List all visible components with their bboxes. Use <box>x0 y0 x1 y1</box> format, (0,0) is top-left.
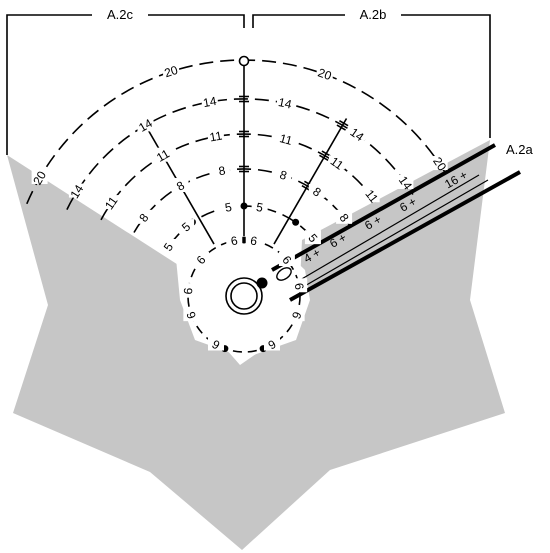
spoke-tick <box>339 120 349 127</box>
label-bg <box>226 232 243 247</box>
label-bg <box>348 126 365 141</box>
ring-label-20: 20 <box>30 168 49 187</box>
section-label-a2a: A.2a <box>506 142 534 157</box>
ring-label-5: 5 <box>224 200 233 215</box>
spoke-tick <box>319 154 329 162</box>
label-bg <box>245 232 262 247</box>
ring-arc-6 <box>26 59 450 205</box>
label-bg <box>135 209 152 224</box>
label-bg-right <box>345 5 401 23</box>
ring-label-14: 14 <box>136 116 155 135</box>
label-bg <box>328 155 345 170</box>
ring-label-14: 14 <box>202 94 218 110</box>
ring-label-11: 11 <box>209 128 224 144</box>
label-bg <box>278 252 295 267</box>
spoke-tick <box>336 124 346 131</box>
label-bg <box>137 117 154 132</box>
label-bg <box>291 278 308 293</box>
label-bg <box>276 95 293 110</box>
label-bg <box>304 230 321 245</box>
ring-label-6: 6 <box>184 309 200 320</box>
label-bg <box>163 63 180 78</box>
ring-label-5: 5 <box>255 200 264 215</box>
spoke-tick <box>321 150 331 157</box>
ring-arc-5 <box>66 98 414 210</box>
stitch-dot <box>292 218 300 226</box>
label-bg <box>288 307 305 322</box>
label-bg <box>316 66 333 81</box>
label-bg <box>183 307 200 322</box>
ring-label-6: 6 <box>289 310 305 321</box>
ring-label-6: 6 <box>181 287 196 295</box>
stitch-dot <box>240 202 248 210</box>
top-ring-marker <box>238 55 250 67</box>
magic-ring-inner <box>230 282 258 310</box>
ring-label-14: 14 <box>277 95 293 112</box>
ring-label-6: 6 <box>249 233 258 248</box>
label-bg-left <box>92 5 148 23</box>
label-bg <box>264 336 280 351</box>
ring-label-6: 6 <box>292 282 307 291</box>
start-ring <box>276 267 292 281</box>
label-bg <box>208 336 224 351</box>
label-bg <box>172 178 189 193</box>
label-bg <box>251 199 268 214</box>
label-bg <box>160 238 177 253</box>
ring-arc-4 <box>100 133 383 221</box>
label-bg <box>277 131 294 146</box>
ring-label-11: 11 <box>278 131 294 148</box>
ring-label-8: 8 <box>278 168 289 183</box>
label-bg <box>336 209 353 224</box>
ring-label-6: 6 <box>230 233 239 248</box>
label-bg <box>308 183 325 198</box>
label-bg <box>193 252 210 267</box>
label-bg <box>275 167 292 182</box>
ring-label-8: 8 <box>217 163 226 178</box>
label-bg <box>68 183 85 198</box>
section-label-a2c: A.2c <box>107 7 134 22</box>
section-label-a2b: A.2b <box>360 7 387 22</box>
ring-label-20: 20 <box>163 63 180 81</box>
label-bg <box>363 188 380 203</box>
label-bg <box>178 219 195 234</box>
label-bg <box>397 175 414 190</box>
label-bg <box>180 283 197 298</box>
label-bg <box>220 199 237 214</box>
label-bg <box>155 147 171 162</box>
strip-inner-lines <box>299 174 489 288</box>
spoke-line-2 <box>273 118 348 245</box>
label-bg <box>431 156 448 171</box>
start-dot <box>256 277 268 289</box>
label-bg <box>201 93 218 108</box>
label-bg <box>31 170 48 184</box>
ring-arc-3 <box>133 168 352 233</box>
ring-label-20: 20 <box>316 65 334 83</box>
strip-lines <box>271 143 521 302</box>
label-bg <box>103 195 120 210</box>
label-bg <box>213 162 230 177</box>
label-bg <box>207 128 224 143</box>
